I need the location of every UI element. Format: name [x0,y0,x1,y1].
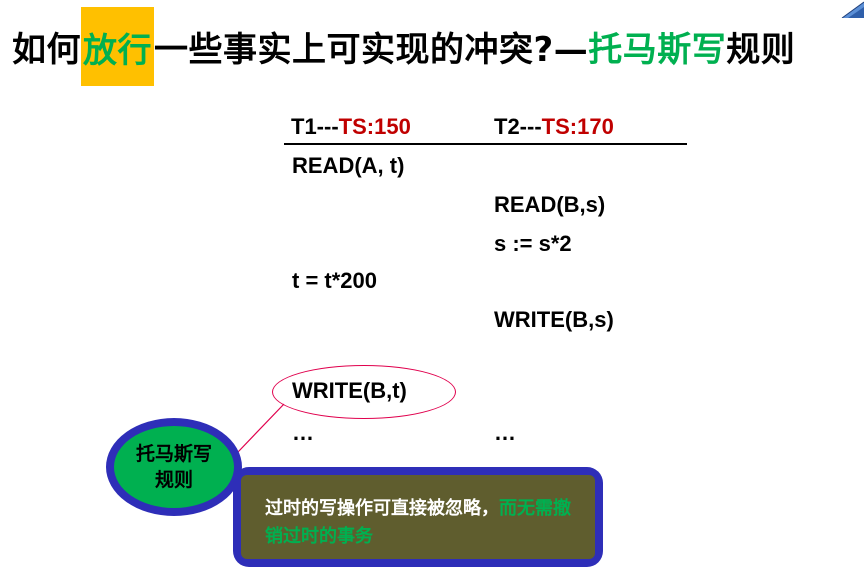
thomas-rule-bubble: 托马斯写规则 [106,418,242,516]
t1-op-ellipsis: … [292,420,314,445]
title-part2: 一些事实上可实现的冲突?— [154,29,589,70]
title-part1: 如何 [12,29,81,70]
explanation-box: 过时的写操作可直接被忽略，而无需撤销过时的事务 [233,467,603,567]
explanation-white: 过时的写操作可直接被忽略， [265,498,499,519]
t1-timestamp: TS:150 [338,114,411,139]
highlight-ellipse [272,365,456,419]
t1-op-compute-t: t = t*200 [292,268,377,293]
explanation-text: 过时的写操作可直接被忽略，而无需撤销过时的事务 [241,475,595,559]
explanation-green: 而无需撤销过时的事务 [265,498,571,547]
title-part3: 规则 [726,29,796,70]
t1-name: T1--- [291,114,339,139]
t2-op-compute-s: s := s*2 [494,231,572,256]
slide-title: 如何放行一些事实上可实现的冲突?—托马斯写规则 [12,6,796,86]
header-divider [284,143,687,145]
corner-logo-icon [841,1,864,18]
t1-op-read-a: READ(A, t) [292,153,405,178]
title-emphasis: 托马斯写 [588,29,727,70]
t2-op-write-b: WRITE(B,s) [494,307,614,332]
t2-op-read-b: READ(B,s) [494,192,606,217]
title-highlight: 放行 [81,6,154,86]
t2-header: T2---TS:170 [494,114,614,140]
thomas-rule-label: 托马斯写规则 [135,443,212,491]
t2-timestamp: TS:170 [541,114,614,139]
t2-op-ellipsis: … [494,420,516,445]
t1-header: T1---TS:150 [291,114,411,140]
t2-name: T2--- [494,114,542,139]
